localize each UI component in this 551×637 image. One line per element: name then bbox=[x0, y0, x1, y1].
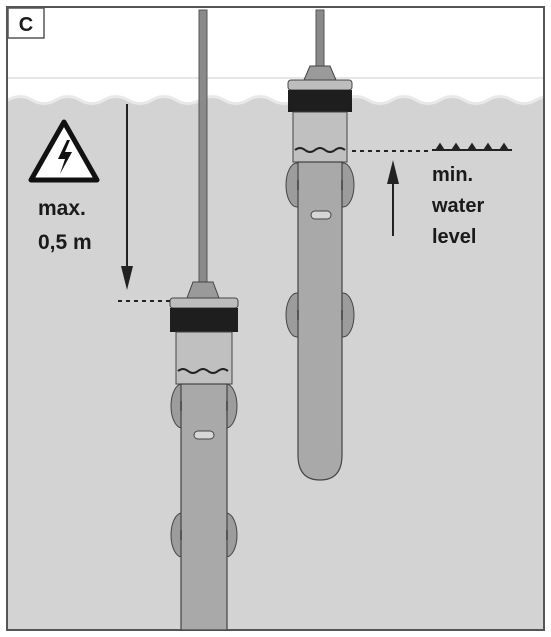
heater-left-cap-top bbox=[169, 297, 239, 309]
water-body bbox=[8, 96, 543, 629]
min-level-label-line3: level bbox=[432, 226, 476, 248]
water-surface-line bbox=[8, 95, 543, 105]
heater-right-cable bbox=[315, 9, 325, 67]
heater-left bbox=[169, 9, 239, 631]
min-level-label-line2: water bbox=[431, 195, 484, 217]
heater-left-cap bbox=[170, 308, 238, 332]
max-depth-label-line2: 0,5 m bbox=[38, 231, 92, 254]
heater-right-tube bbox=[297, 161, 343, 481]
min-level-arrow bbox=[387, 160, 399, 236]
max-depth-label-line1: max. bbox=[38, 197, 86, 220]
heater-right-head bbox=[292, 111, 348, 163]
panel-label: C bbox=[19, 14, 33, 36]
heater-right-cap bbox=[288, 90, 352, 112]
heater-left-cable bbox=[198, 9, 208, 284]
min-level-label-line1: min. bbox=[432, 164, 473, 186]
high-voltage-warning-icon bbox=[28, 119, 100, 183]
heater-right-indicator bbox=[310, 210, 332, 220]
heater-left-head bbox=[175, 331, 233, 385]
heater-left-indicator bbox=[193, 430, 215, 440]
heater-right bbox=[285, 9, 355, 481]
heater-left-tube bbox=[180, 383, 228, 631]
heater-left-cable-sleeve bbox=[186, 281, 220, 299]
min-level-surface-symbol bbox=[432, 142, 512, 151]
heater-right-max-wave bbox=[294, 147, 346, 153]
heater-left-max-wave bbox=[177, 368, 229, 374]
max-depth-arrow bbox=[121, 104, 133, 290]
heater-right-cable-sleeve bbox=[303, 65, 337, 81]
heater-right-cap-top bbox=[287, 79, 353, 91]
panel-label-box: C bbox=[7, 7, 45, 39]
